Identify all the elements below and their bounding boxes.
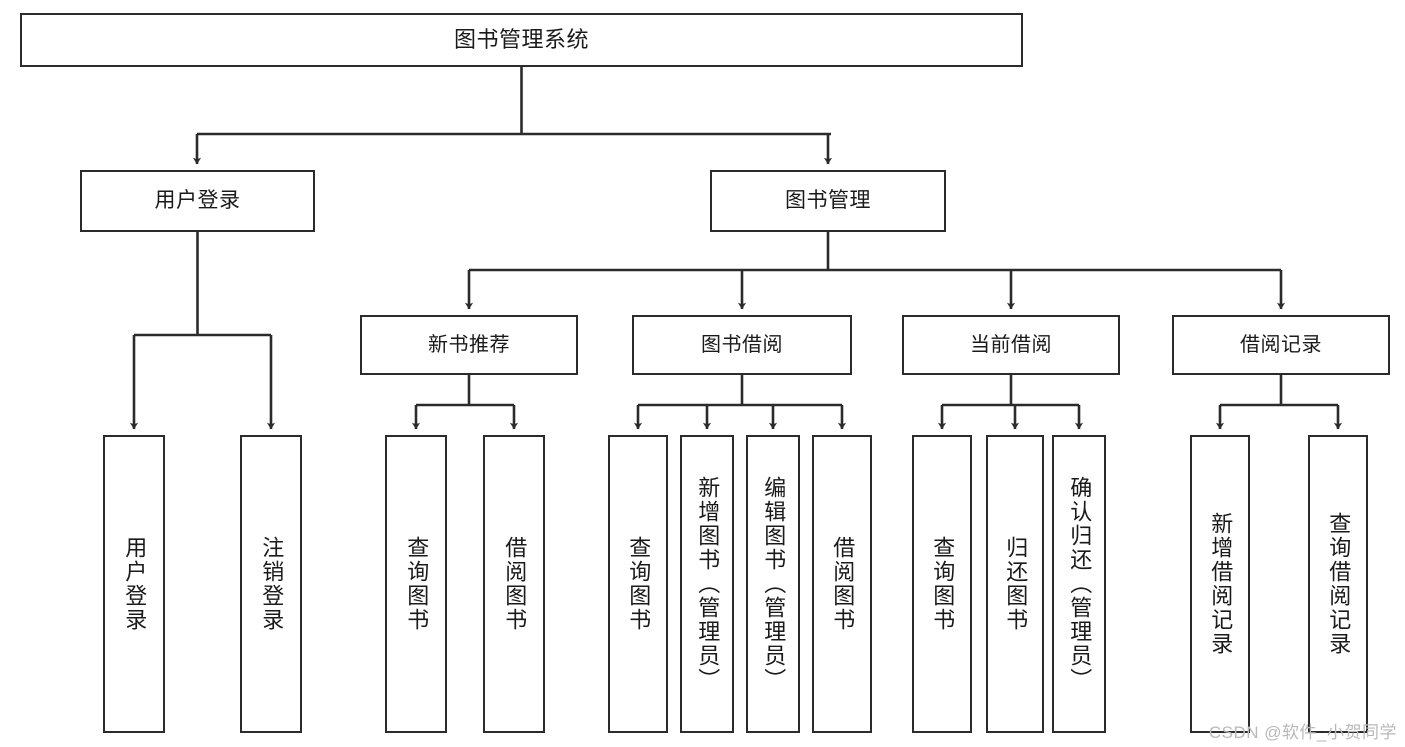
node-leaf-edit-book[interactable]: 编辑图书（管理员） — [746, 435, 800, 733]
node-root[interactable]: 图书管理系统 — [20, 13, 1023, 67]
node-leaf-logout[interactable]: 注销登录 — [240, 435, 302, 733]
node-leaf-logout-label: 注销登录 — [259, 536, 285, 632]
node-leaf-user-login-label: 用户登录 — [122, 536, 148, 632]
node-user-login-label: 用户登录 — [154, 188, 241, 212]
node-new-book-rec[interactable]: 新书推荐 — [360, 315, 578, 375]
node-leaf-query-book-2[interactable]: 查询图书 — [608, 435, 668, 733]
node-leaf-query-record[interactable]: 查询借阅记录 — [1308, 435, 1368, 733]
node-leaf-confirm-return[interactable]: 确认归还（管理员） — [1052, 435, 1106, 733]
node-book-manage[interactable]: 图书管理 — [710, 170, 946, 232]
node-leaf-confirm-return-label: 确认归还（管理员） — [1067, 476, 1093, 692]
node-book-borrow[interactable]: 图书借阅 — [632, 315, 852, 375]
node-book-borrow-label: 图书借阅 — [701, 333, 783, 356]
node-leaf-query-book-1[interactable]: 查询图书 — [385, 435, 447, 733]
node-leaf-return-book-label: 归还图书 — [1003, 536, 1029, 632]
node-root-label: 图书管理系统 — [453, 27, 589, 53]
node-book-manage-label: 图书管理 — [785, 188, 871, 212]
csdn-watermark: CSDN @软件_小贺同学 — [1208, 723, 1397, 742]
node-leaf-query-book-2-label: 查询图书 — [626, 536, 652, 632]
node-leaf-query-book-1-label: 查询图书 — [404, 536, 430, 632]
node-leaf-borrow-book-1-label: 借阅图书 — [502, 536, 528, 632]
node-leaf-borrow-book-2[interactable]: 借阅图书 — [812, 435, 872, 733]
node-borrow-record-label: 借阅记录 — [1240, 333, 1322, 356]
node-leaf-add-book-label: 新增图书（管理员） — [695, 476, 721, 692]
node-leaf-query-book-3-label: 查询图书 — [930, 536, 956, 632]
node-leaf-edit-book-label: 编辑图书（管理员） — [761, 476, 787, 692]
node-leaf-return-book[interactable]: 归还图书 — [986, 435, 1044, 733]
node-new-book-rec-label: 新书推荐 — [428, 333, 510, 356]
node-current-borrow-label: 当前借阅 — [970, 333, 1052, 356]
node-leaf-user-login[interactable]: 用户登录 — [103, 435, 165, 733]
node-leaf-query-record-label: 查询借阅记录 — [1326, 512, 1352, 656]
node-leaf-add-book[interactable]: 新增图书（管理员） — [680, 435, 734, 733]
node-user-login[interactable]: 用户登录 — [80, 170, 315, 232]
node-leaf-add-record-label: 新增借阅记录 — [1208, 512, 1234, 656]
node-current-borrow[interactable]: 当前借阅 — [902, 315, 1120, 375]
node-leaf-borrow-book-2-label: 借阅图书 — [830, 536, 856, 632]
node-leaf-query-book-3[interactable]: 查询图书 — [912, 435, 972, 733]
node-leaf-borrow-book-1[interactable]: 借阅图书 — [483, 435, 545, 733]
node-leaf-add-record[interactable]: 新增借阅记录 — [1190, 435, 1250, 733]
node-borrow-record[interactable]: 借阅记录 — [1172, 315, 1390, 375]
